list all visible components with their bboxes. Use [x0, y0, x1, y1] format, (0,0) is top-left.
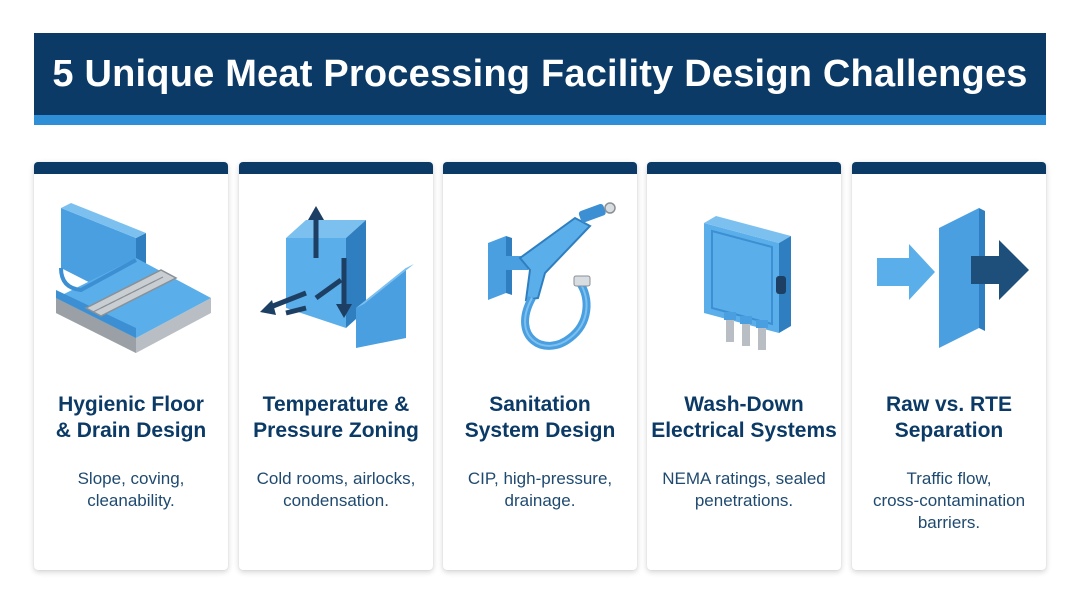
spray-nozzle-icon — [488, 202, 616, 350]
card-title: Hygienic Floor & Drain Design — [55, 393, 207, 442]
card-title: Sanitation System Design — [464, 393, 616, 442]
card-top-bar — [239, 162, 433, 174]
challenge-card-separation: Raw vs. RTE Separation Traffic flow, cro… — [852, 162, 1046, 570]
separation-wall-icon — [877, 208, 1029, 348]
page-title: 5 Unique Meat Processing Facility Design… — [52, 52, 1028, 95]
card-title: Wash-Down Electrical Systems — [651, 393, 837, 442]
card-title: Temperature & Pressure Zoning — [253, 393, 419, 442]
card-description: Slope, coving, cleanability. — [77, 469, 185, 510]
title-banner: 5 Unique Meat Processing Facility Design… — [34, 33, 1046, 115]
challenge-card-sanitation: Sanitation System Design CIP, high-press… — [443, 162, 637, 570]
electrical-enclosure-icon — [704, 216, 791, 350]
card-description: CIP, high-pressure, drainage. — [467, 469, 613, 510]
card-title: Raw vs. RTE Separation — [885, 393, 1013, 442]
challenge-card-electrical: Wash-Down Electrical Systems NEMA rating… — [647, 162, 841, 570]
pressure-zone-icon — [260, 206, 414, 348]
card-description: NEMA ratings, sealed penetrations. — [662, 469, 826, 510]
card-description: Cold rooms, airlocks, condensation. — [256, 469, 416, 510]
card-top-bar — [34, 162, 228, 174]
card-top-bar — [647, 162, 841, 174]
challenge-card-floor: Hygienic Floor & Drain Design Slope, cov… — [34, 162, 228, 570]
card-description: Traffic flow, cross-contamination barrie… — [872, 469, 1026, 532]
card-top-bar — [852, 162, 1046, 174]
challenge-card-temperature: Temperature & Pressure Zoning Cold rooms… — [239, 162, 433, 570]
floor-drain-icon — [56, 203, 211, 353]
accent-stripe — [34, 115, 1046, 125]
card-top-bar — [443, 162, 637, 174]
